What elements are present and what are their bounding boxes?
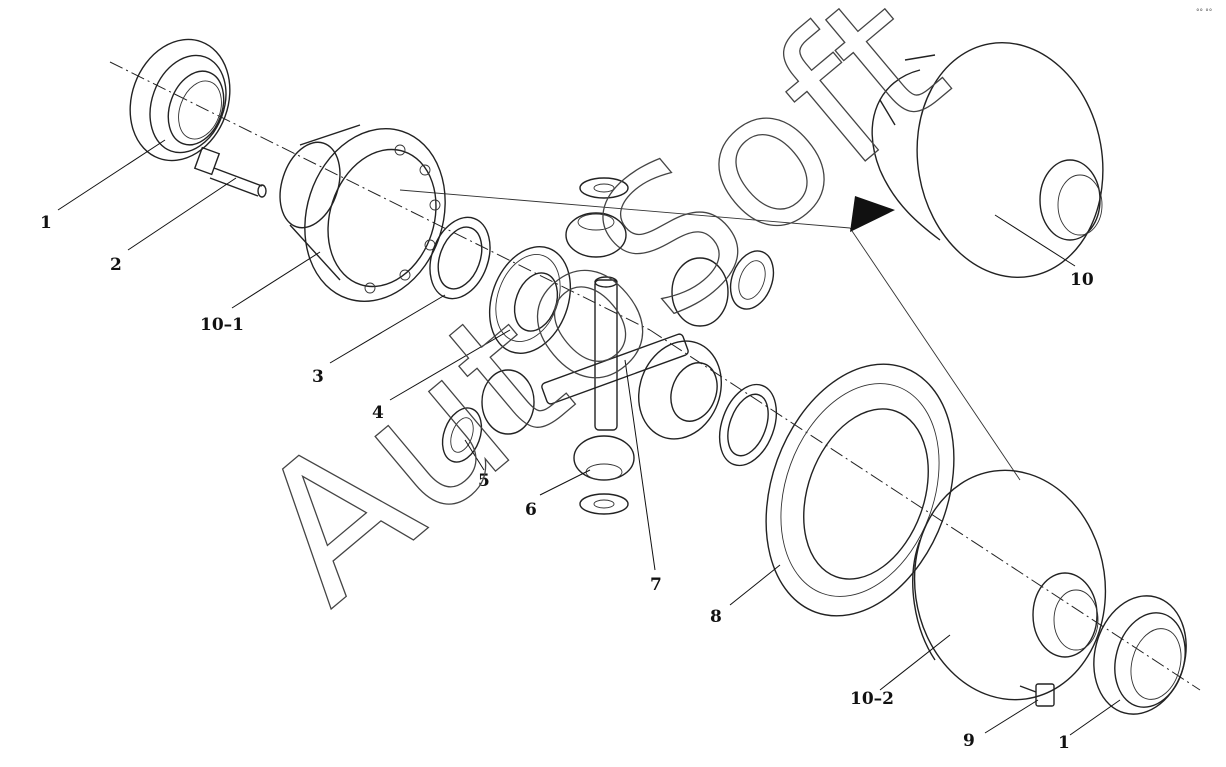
thrust-washer-right [718, 383, 778, 467]
watermark-text: AutoSoft [217, 0, 984, 644]
leader-lines [57, 139, 1121, 736]
callout-label: 6 [525, 500, 537, 520]
bearing-top-left [129, 38, 231, 162]
thrust-washer-left [429, 216, 491, 300]
callout-label: 9 [963, 731, 975, 751]
callout-label: 3 [312, 367, 324, 387]
callout-label: 4 [372, 403, 384, 423]
side-gear-left [488, 246, 572, 354]
bolt [193, 146, 267, 198]
callout-labels: 1 2 10–1 3 4 5 6 7 8 10 10–2 9 1 [40, 213, 1094, 753]
pinion-gears [441, 177, 775, 515]
ring-gear [765, 363, 955, 617]
callout-label: 10–1 [200, 315, 244, 335]
side-gear-right [638, 340, 722, 440]
callout-label: 1 [40, 213, 52, 233]
callout-label: 2 [110, 255, 122, 275]
callout-label: 10 [1070, 270, 1094, 290]
watermark-arrow-icon [850, 196, 895, 232]
cross-shaft [541, 276, 689, 431]
corner-mark: °° °° [1196, 8, 1212, 16]
callout-label: 7 [650, 575, 662, 595]
case-half-right [912, 469, 1107, 701]
bolt-small [1019, 683, 1055, 707]
callout-label: 10–2 [850, 689, 894, 709]
callout-label: 8 [710, 607, 722, 627]
watermark: AutoSoft [216, 0, 984, 645]
callout-label: 5 [478, 471, 490, 491]
bearing-bottom-right [1093, 595, 1187, 715]
case-half-left [279, 124, 446, 302]
callout-label: 1 [1058, 733, 1070, 753]
case-assembly [871, 41, 1104, 279]
